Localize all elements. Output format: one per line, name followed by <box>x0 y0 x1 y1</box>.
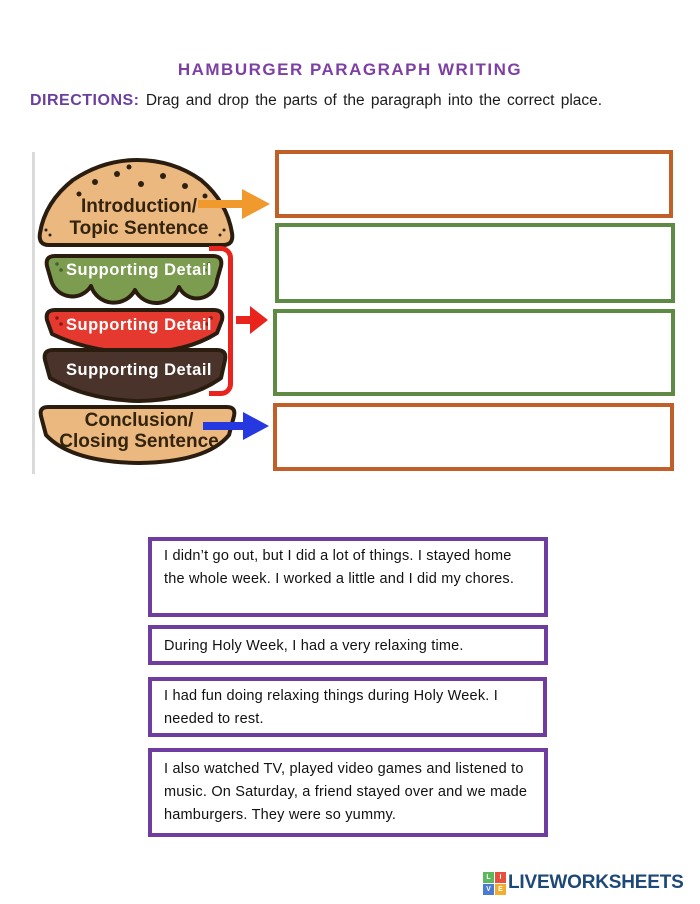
image-edge-artifact <box>32 152 35 474</box>
logo-text: LIVEWORKSHEETS <box>508 872 684 893</box>
hamburger-diagram: Introduction/ Topic Sentence Supporting … <box>32 152 247 474</box>
draggable-sentence-3[interactable]: I had fun doing relaxing things during H… <box>148 677 547 737</box>
red-bracket <box>209 246 233 396</box>
directions-label: DIRECTIONS: <box>30 92 140 109</box>
lettuce-label: Supporting Detail <box>66 261 212 279</box>
drop-zone-conclusion[interactable] <box>273 403 674 471</box>
liveworksheets-grid-icon: L I V E <box>483 872 506 896</box>
patty-label: Supporting Detail <box>66 361 212 379</box>
blue-arrow-icon <box>203 412 269 440</box>
red-arrow-icon <box>236 306 268 334</box>
bottom-bun-shape <box>38 405 237 465</box>
liveworksheets-logo[interactable]: L I V E LIVEWORKSHEETS <box>483 870 684 896</box>
hamburger-illustration <box>37 158 237 465</box>
bottom-bun-label-line2: Closing Sentence <box>59 431 219 452</box>
draggable-sentence-1[interactable]: I didn’t go out, but I did a lot of thin… <box>148 537 548 617</box>
bottom-bun-label-line1: Conclusion/ <box>84 410 194 431</box>
top-bun-shape <box>37 158 235 247</box>
tomato-dots <box>55 316 213 326</box>
logo-square-l: L <box>483 872 494 883</box>
drop-zone-introduction[interactable] <box>275 150 673 218</box>
drop-zone-supporting-detail-2[interactable] <box>273 309 675 396</box>
logo-square-v: V <box>483 884 494 895</box>
lettuce-dots <box>55 262 211 272</box>
logo-square-i: I <box>495 872 506 883</box>
directions: DIRECTIONS: Drag and drop the parts of t… <box>30 92 670 110</box>
orange-arrow-icon <box>198 189 270 219</box>
draggable-sentence-2[interactable]: During Holy Week, I had a very relaxing … <box>148 625 548 665</box>
directions-text: Drag and drop the parts of the paragraph… <box>145 92 603 109</box>
top-bun-label-line1: Introduction/ <box>80 196 198 217</box>
lettuce-shape <box>44 254 224 305</box>
patty-shape <box>42 348 228 403</box>
page-title: HAMBURGER PARAGRAPH WRITING <box>177 60 523 79</box>
top-bun-label-line2: Topic Sentence <box>69 218 209 239</box>
sesame-seeds <box>44 164 226 237</box>
drop-zone-supporting-detail-1[interactable] <box>275 223 675 303</box>
tomato-label: Supporting Detail <box>66 316 212 334</box>
draggable-sentence-4[interactable]: I also watched TV, played video games an… <box>148 748 548 837</box>
logo-square-e: E <box>495 884 506 895</box>
